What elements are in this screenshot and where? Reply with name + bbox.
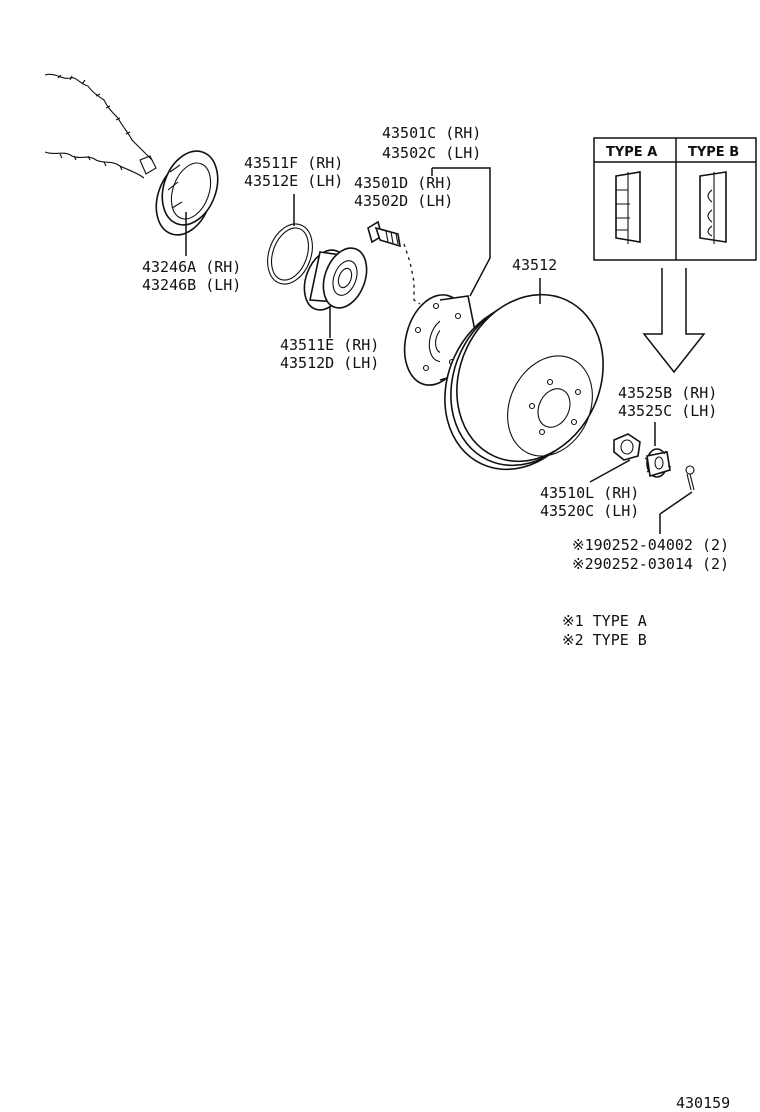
bolt-label-rh: 43501D (RH)	[354, 174, 453, 192]
nut-label-rh: 43510L (RH)	[540, 484, 639, 502]
legend-type-b: ※2 TYPE B	[562, 631, 647, 649]
type-comparison-box	[593, 137, 757, 261]
lock-cap-drawing	[644, 448, 672, 478]
hub-label-lh: 43502C (LH)	[382, 144, 481, 162]
type-b-cap-drawing	[699, 171, 727, 244]
bolt-dashed-guide	[403, 243, 421, 305]
hub-bolt-drawing	[367, 220, 402, 248]
bolt-label-lh: 43502D (LH)	[354, 192, 453, 210]
cotter-pin-drawing	[685, 465, 695, 491]
hub-nut-drawing	[613, 433, 641, 461]
type-b-header: TYPE B	[688, 145, 739, 160]
lock-cap-label-rh: 43525B (RH)	[618, 384, 717, 402]
axle-hub-drawing	[403, 294, 477, 386]
seal-label-lh: 43246B (LH)	[142, 276, 241, 294]
cotter-pin-leader-line	[659, 491, 693, 515]
bearing-label-rh: 43511E (RH)	[280, 336, 379, 354]
hub-label-rh: 43501C (RH)	[382, 124, 481, 142]
wheel-bearing-drawing	[303, 247, 368, 311]
lock-cap-label-lh: 43525C (LH)	[618, 402, 717, 420]
snap-ring-drawing	[267, 223, 313, 285]
diagram-id: 430159	[676, 1094, 730, 1112]
type-a-header: TYPE A	[606, 145, 657, 160]
seal-label-rh: 43246A (RH)	[142, 258, 241, 276]
brake-disc-drawing	[444, 293, 604, 471]
legend-type-a: ※1 TYPE A	[562, 612, 647, 630]
cotter-pin-label-1: ※190252-04002 (2)	[572, 536, 729, 554]
drive-shaft-boot-drawing	[44, 73, 157, 179]
nut-leader-line	[589, 459, 631, 483]
down-arrow	[642, 268, 706, 374]
nut-label-lh: 43520C (LH)	[540, 502, 639, 520]
snap-ring-label-lh: 43512E (LH)	[244, 172, 343, 190]
bearing-label-lh: 43512D (LH)	[280, 354, 379, 372]
type-a-cap-drawing	[615, 171, 641, 244]
disc-label: 43512	[512, 256, 557, 274]
cotter-pin-label-2: ※290252-03014 (2)	[572, 555, 729, 573]
snap-ring-label-rh: 43511F (RH)	[244, 154, 343, 172]
oil-seal-drawing	[155, 150, 219, 236]
hub-bracket-leader	[432, 167, 491, 297]
